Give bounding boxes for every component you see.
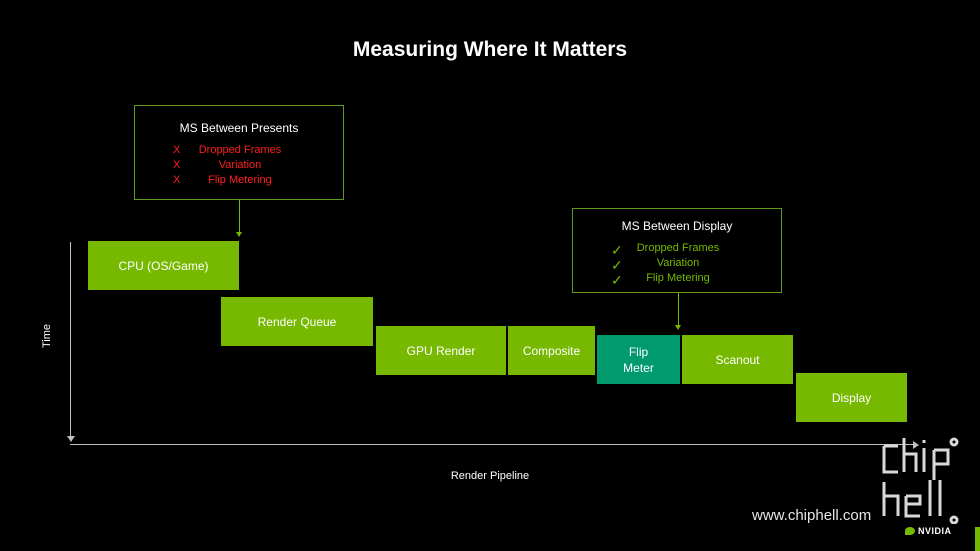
x-axis-arrow-icon bbox=[913, 441, 919, 449]
page-title: Measuring Where It Matters bbox=[352, 38, 628, 61]
checkmark-icon: ✓ bbox=[611, 242, 623, 258]
callout-display: MS Between Display ✓ Dropped Frames ✓ Va… bbox=[572, 208, 782, 293]
callout-presents-title: MS Between Presents bbox=[179, 121, 299, 135]
stage-composite: Composite bbox=[508, 326, 595, 375]
callout-presents-item: X Flip Metering bbox=[173, 174, 272, 186]
callout-display-item: ✓ Flip Metering bbox=[611, 272, 710, 288]
x-mark-icon: X bbox=[173, 159, 181, 171]
brand-logo-text: NVIDIA bbox=[918, 526, 952, 536]
x-mark-icon: X bbox=[173, 174, 181, 186]
x-axis-label: Render Pipeline bbox=[450, 470, 530, 482]
x-axis bbox=[70, 444, 915, 445]
callout-presents-item: X Variation bbox=[173, 159, 262, 171]
nvidia-eye-icon bbox=[905, 527, 915, 535]
watermark-text: www.chiphell.com bbox=[752, 507, 872, 524]
checkmark-icon: ✓ bbox=[611, 272, 623, 288]
callout-display-item: ✓ Variation bbox=[611, 257, 700, 273]
connector-arrow-icon bbox=[236, 232, 242, 237]
stage-flip-meter: Flip Meter bbox=[597, 335, 680, 384]
callout-presents: MS Between Presents X Dropped Frames X V… bbox=[134, 105, 344, 200]
stage-scanout: Scanout bbox=[682, 335, 793, 384]
callout-presents-item: X Dropped Frames bbox=[173, 144, 282, 156]
callout-display-connector bbox=[678, 293, 679, 325]
callout-display-item: ✓ Dropped Frames bbox=[611, 242, 720, 258]
connector-arrow-icon bbox=[675, 325, 681, 330]
checkmark-icon: ✓ bbox=[611, 257, 623, 273]
y-axis-arrow-icon bbox=[67, 436, 75, 442]
stage-display: Display bbox=[796, 373, 907, 422]
stage-render-queue: Render Queue bbox=[221, 297, 373, 346]
brand-accent-bar bbox=[975, 527, 980, 551]
callout-display-title: MS Between Display bbox=[621, 219, 733, 233]
chiphell-logo-icon bbox=[882, 437, 959, 524]
stage-gpu-render: GPU Render bbox=[376, 326, 506, 375]
x-mark-icon: X bbox=[173, 144, 181, 156]
callout-presents-connector bbox=[239, 200, 240, 232]
y-axis-label: Time bbox=[41, 323, 53, 349]
stage-cpu: CPU (OS/Game) bbox=[88, 241, 239, 290]
y-axis bbox=[70, 242, 71, 438]
